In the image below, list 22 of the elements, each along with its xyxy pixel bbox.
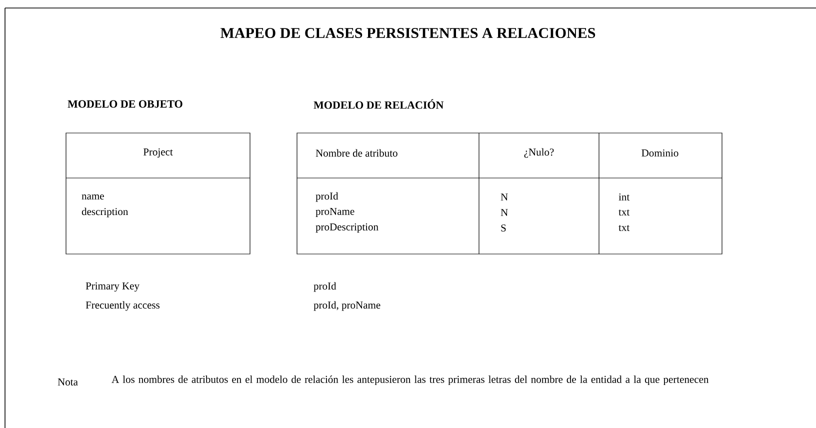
note-label: Nota <box>58 378 78 386</box>
table-header: Nombre de atributo <box>316 149 398 157</box>
table-cell: txt <box>618 209 630 216</box>
key-label: Frecuently access <box>86 301 160 311</box>
table-cell: N <box>500 194 508 200</box>
table-header: Dominio <box>642 149 678 157</box>
section-heading: MODELO DE RELACIÓN <box>314 99 444 109</box>
table-cell: proDescription <box>316 223 378 233</box>
note-text: A los nombres de atributos en el modelo de relación les antepusieron las tres primeras letras del nombre de la entidad a la que pertenecen <box>112 376 709 386</box>
table-cell: txt <box>618 224 630 231</box>
table-header: ¿Nulo? <box>524 148 554 158</box>
table-cell: int <box>618 193 630 201</box>
class-box: Project name description <box>66 132 250 254</box>
key-value: proId, proName <box>314 301 380 311</box>
key-value: proId <box>314 282 336 292</box>
title: MAPEO DE CLASES PERSISTENTES A RELACIONES <box>220 28 596 38</box>
table-cell: N <box>500 209 508 216</box>
section-heading: MODELO DE OBJETO <box>68 100 182 108</box>
table-cell: S <box>501 224 506 232</box>
key-label: Primary Key <box>86 282 140 292</box>
table-cell: proId <box>316 192 338 202</box>
table-cell: proName <box>316 208 354 218</box>
